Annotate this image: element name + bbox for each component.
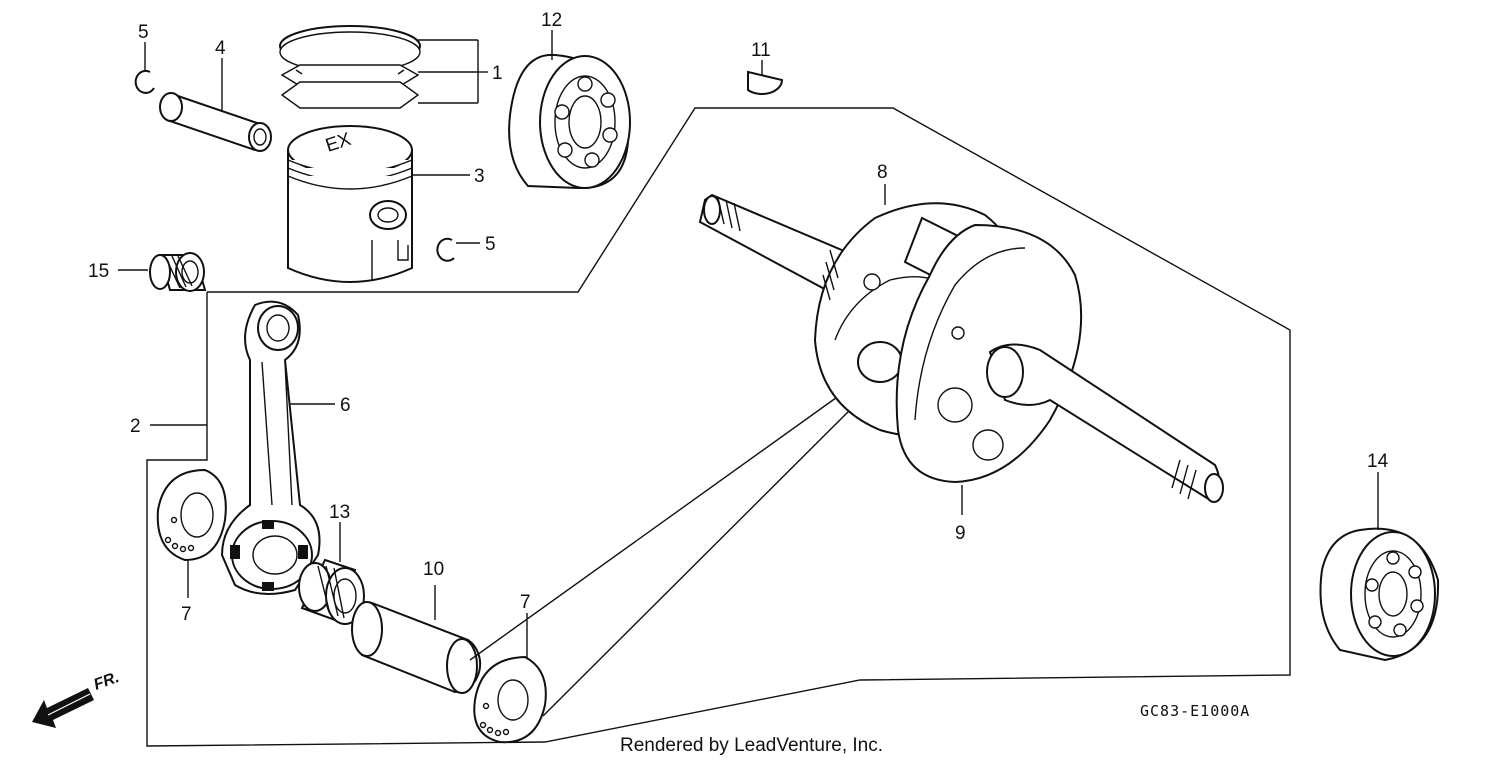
crank-pin[interactable] bbox=[351, 601, 482, 694]
callout-10: 10 bbox=[423, 559, 444, 580]
callout-2: 2 bbox=[130, 416, 141, 437]
piston-pin-clip[interactable] bbox=[134, 69, 155, 94]
callout-8: 8 bbox=[877, 162, 888, 183]
crankshaft-right[interactable] bbox=[895, 223, 1224, 503]
bearing-12[interactable] bbox=[508, 53, 631, 190]
callout-11: 11 bbox=[751, 40, 771, 61]
callout-1: 1 bbox=[492, 63, 503, 84]
callout-15: 15 bbox=[88, 261, 109, 282]
piston-pin-clip-right[interactable] bbox=[436, 237, 455, 262]
piston-rings[interactable] bbox=[279, 25, 421, 109]
callout-5-right: 5 bbox=[485, 234, 496, 255]
woodruff-key[interactable] bbox=[747, 70, 784, 95]
piston[interactable]: EX bbox=[287, 125, 413, 283]
callout-6: 6 bbox=[340, 395, 351, 416]
front-direction-arrow-icon bbox=[32, 688, 94, 728]
callout-3: 3 bbox=[474, 166, 485, 187]
front-direction-label: FR. bbox=[92, 669, 122, 694]
connecting-rod[interactable] bbox=[220, 300, 321, 595]
thrust-washer-left[interactable] bbox=[156, 468, 227, 562]
needle-bearing-15[interactable] bbox=[149, 252, 207, 292]
piston-pin[interactable] bbox=[159, 92, 272, 152]
bearing-14[interactable] bbox=[1319, 527, 1440, 662]
callout-5-top: 5 bbox=[138, 22, 149, 43]
callout-12: 12 bbox=[541, 10, 562, 31]
diagram-code: GC83-E1000A bbox=[1140, 702, 1250, 720]
callout-9: 9 bbox=[955, 523, 966, 544]
render-credit: Rendered by LeadVenture, Inc. bbox=[620, 735, 883, 756]
callout-13: 13 bbox=[329, 502, 350, 523]
callout-4: 4 bbox=[215, 38, 226, 59]
callout-14: 14 bbox=[1367, 451, 1389, 472]
assembly-outline bbox=[146, 107, 1291, 747]
needle-bearing-13[interactable] bbox=[298, 558, 365, 625]
callout-7-right: 7 bbox=[520, 592, 531, 613]
callout-7-left: 7 bbox=[181, 604, 192, 625]
thrust-washer-right[interactable] bbox=[473, 655, 547, 744]
